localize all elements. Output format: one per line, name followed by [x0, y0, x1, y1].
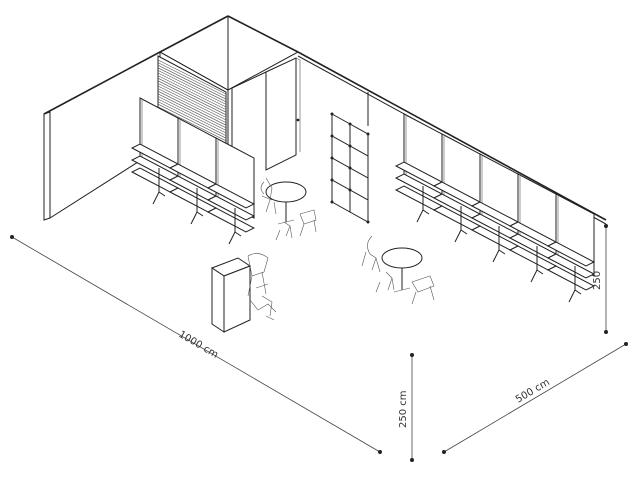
chair-left-3	[275, 221, 293, 241]
side-height-label: 250	[592, 271, 603, 290]
chair-left-2	[299, 209, 317, 237]
chair-left-1	[260, 177, 277, 215]
slat-line	[157, 106, 227, 142]
cube-joint	[348, 166, 352, 170]
table-right	[381, 247, 423, 293]
height-label: 250 cm	[398, 390, 409, 428]
slat-line	[157, 88, 227, 123]
cube-joint	[330, 112, 334, 116]
slat-line	[157, 80, 227, 116]
table-left	[265, 181, 307, 225]
right-shelving-leg	[454, 206, 468, 243]
right-shelving-leg	[530, 246, 544, 283]
right-shelving-shelf	[546, 253, 596, 279]
dimension-depth: 500 cm	[442, 342, 628, 454]
cube-joint	[330, 200, 334, 204]
slat-line	[157, 75, 227, 110]
left-shelving-leg	[190, 188, 204, 225]
cube-joint	[348, 144, 352, 148]
slat-line	[157, 77, 227, 113]
right-shelving-leg	[568, 266, 582, 303]
slat-line	[157, 62, 227, 97]
cube-joint	[330, 178, 334, 182]
slat-wall	[157, 55, 227, 151]
reception-counter	[210, 257, 252, 333]
right-shelving-shelf	[546, 265, 596, 291]
cube-joint	[366, 220, 370, 224]
left-shelving-leg	[228, 208, 242, 245]
slat-line	[157, 98, 227, 134]
right-shelving-unit	[394, 113, 596, 303]
slat-line	[157, 64, 227, 100]
slat-line	[157, 59, 227, 95]
left-shelving-shelf	[206, 195, 256, 221]
chair-right-1	[361, 235, 381, 273]
chair-right-3	[375, 271, 395, 293]
slat-line	[157, 90, 227, 126]
cube-joint	[348, 188, 352, 192]
dimension-length: 1000 cm	[10, 235, 382, 454]
left-back-wall	[43, 51, 161, 221]
cube-joint	[348, 122, 352, 126]
cube-joint	[330, 134, 334, 138]
slat-line	[157, 101, 227, 136]
left-shelving-shelf	[206, 207, 256, 233]
left-shelving-shelf	[206, 183, 256, 209]
dimension-side-height: 250	[592, 224, 608, 334]
left-shelving-unit	[130, 97, 256, 245]
slat-line	[157, 72, 227, 108]
slat-line	[157, 85, 227, 121]
cube-joint	[366, 132, 370, 136]
right-shelving-shelf	[546, 241, 596, 267]
slat-line	[157, 103, 227, 139]
stool	[247, 253, 277, 321]
left-shelving-leg	[152, 168, 166, 205]
cube-display-unit	[330, 112, 370, 224]
cube-joint	[330, 156, 334, 160]
left-shelving-panel	[215, 137, 255, 219]
storage-door	[265, 57, 301, 171]
slat-line	[157, 70, 227, 105]
chair-right-2	[411, 275, 435, 305]
slat-line	[157, 93, 227, 129]
dimension-height: 250 cm	[398, 353, 414, 462]
slat-line	[157, 96, 227, 131]
right-shelving-leg	[492, 226, 506, 263]
length-label: 1000 cm	[176, 329, 219, 361]
slat-line	[157, 67, 227, 103]
right-shelving-leg	[416, 186, 430, 223]
slat-line	[157, 83, 227, 118]
